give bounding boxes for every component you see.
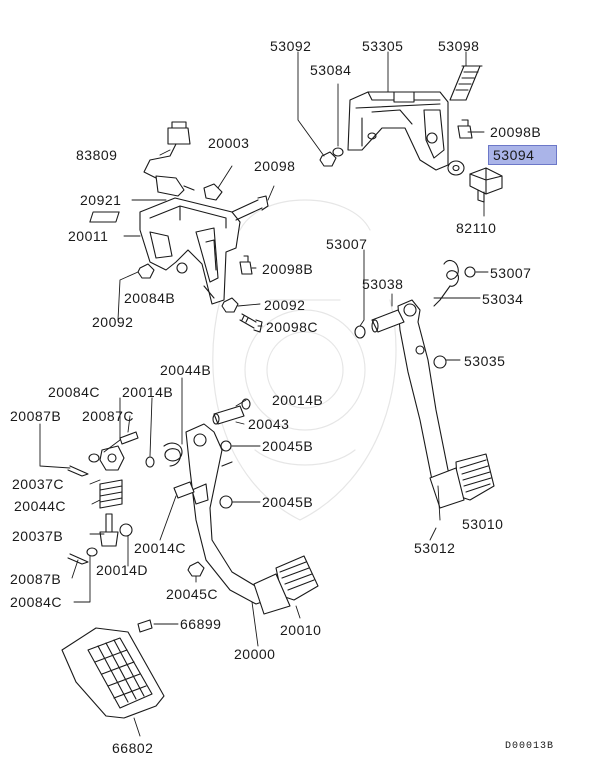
part-label-20092-upper[interactable]: 20092 bbox=[92, 314, 134, 330]
washer-53084 bbox=[332, 147, 344, 157]
spring-20044b bbox=[163, 442, 183, 467]
bolt-53098 bbox=[449, 65, 483, 101]
clip-20087b-lower bbox=[67, 553, 89, 565]
switch-83809 bbox=[143, 121, 195, 197]
return-spring-53034 bbox=[433, 259, 459, 307]
part-label-20921[interactable]: 20921 bbox=[80, 192, 122, 208]
part-label-66802[interactable]: 66802 bbox=[112, 740, 154, 756]
rod-20037b bbox=[99, 513, 119, 547]
part-label-53034[interactable]: 53034 bbox=[482, 291, 524, 307]
bushing-53007-right bbox=[464, 266, 476, 278]
clutch-pedal-bracket-20011 bbox=[89, 197, 241, 305]
part-label-20014c[interactable]: 20014C bbox=[134, 540, 187, 556]
part-label-20045c[interactable]: 20045C bbox=[166, 586, 219, 602]
nut-20045c bbox=[187, 561, 205, 577]
part-label-53038[interactable]: 53038 bbox=[362, 276, 404, 292]
part-label-20044c[interactable]: 20044C bbox=[14, 498, 67, 514]
part-label-82110[interactable]: 82110 bbox=[456, 220, 497, 236]
part-label-20003[interactable]: 20003 bbox=[208, 135, 250, 151]
bolt-20098c bbox=[239, 313, 263, 333]
part-label-20084b[interactable]: 20084B bbox=[124, 290, 176, 306]
clutch-pedal-pad-20010 bbox=[253, 555, 319, 615]
part-label-20045b-lower[interactable]: 20045B bbox=[262, 494, 314, 510]
part-label-20098c[interactable]: 20098C bbox=[266, 319, 319, 335]
part-label-20098b-lower[interactable]: 20098B bbox=[262, 261, 314, 277]
clip-66899 bbox=[137, 619, 153, 633]
stopper-20045b-upper bbox=[220, 440, 232, 452]
part-label-20098[interactable]: 20098 bbox=[254, 158, 296, 174]
part-label-20043[interactable]: 20043 bbox=[248, 416, 290, 432]
clip-20087b-upper bbox=[67, 465, 89, 477]
washer-20084c-lower bbox=[86, 547, 98, 557]
part-label-20087b-lower[interactable]: 20087B bbox=[10, 571, 62, 587]
stop-lamp-switch-82110 bbox=[469, 167, 503, 203]
leader-lines bbox=[39, 51, 489, 737]
part-label-53094-highlighted[interactable]: 53094 bbox=[488, 145, 558, 165]
pin-20043 bbox=[212, 405, 245, 425]
bushing-20014b-right bbox=[241, 398, 251, 410]
part-label-53012[interactable]: 53012 bbox=[414, 540, 456, 556]
part-label-20084c-lower[interactable]: 20084C bbox=[10, 594, 63, 610]
bolt-20098b-lower bbox=[239, 255, 253, 275]
part-label-20045b-upper[interactable]: 20045B bbox=[262, 438, 314, 454]
part-label-20014d[interactable]: 20014D bbox=[96, 562, 149, 578]
rod-end-20037c bbox=[99, 445, 125, 471]
pin-20087c bbox=[119, 431, 139, 445]
part-label-66899[interactable]: 66899 bbox=[180, 616, 222, 632]
part-label-53035[interactable]: 53035 bbox=[464, 353, 506, 369]
part-label-20044b[interactable]: 20044B bbox=[160, 362, 212, 378]
stopper-20045b-lower bbox=[219, 495, 233, 509]
part-label-20010[interactable]: 20010 bbox=[280, 622, 322, 638]
part-label-83809[interactable]: 83809 bbox=[76, 147, 118, 163]
part-label-53305[interactable]: 53305 bbox=[362, 38, 404, 54]
part-label-20000[interactable]: 20000 bbox=[234, 646, 276, 662]
washer-53094 bbox=[447, 160, 465, 176]
brake-pedal-arm-53012 bbox=[397, 299, 455, 487]
part-label-20092-lower[interactable]: 20092 bbox=[264, 297, 306, 313]
pin-53038 bbox=[371, 309, 405, 333]
part-label-20098b-upper[interactable]: 20098B bbox=[490, 124, 542, 140]
watermark-emblem bbox=[212, 199, 397, 521]
diagram-code: D00013B bbox=[505, 741, 555, 752]
part-label-20087c[interactable]: 20087C bbox=[82, 408, 135, 424]
part-label-53084[interactable]: 53084 bbox=[310, 62, 352, 78]
brake-pedal-bracket-53305 bbox=[347, 91, 449, 171]
nut-20092-lower bbox=[221, 297, 239, 313]
part-label-20087b-upper[interactable]: 20087B bbox=[10, 408, 62, 424]
part-label-53007-left[interactable]: 53007 bbox=[326, 236, 368, 252]
part-label-53010[interactable]: 53010 bbox=[462, 516, 504, 532]
washer-20084c-upper bbox=[88, 453, 100, 463]
accelerator-pad-66802 bbox=[61, 627, 165, 719]
part-label-20014b-right[interactable]: 20014B bbox=[272, 392, 324, 408]
bushing-20014c bbox=[173, 481, 195, 499]
nut-20092-upper bbox=[137, 263, 155, 279]
bolt-20098 bbox=[231, 195, 269, 221]
bushing-20014b-left bbox=[145, 456, 155, 468]
part-label-53007-right[interactable]: 53007 bbox=[490, 265, 532, 281]
part-label-20084c-upper[interactable]: 20084C bbox=[48, 384, 101, 400]
part-label-20014b-left[interactable]: 20014B bbox=[122, 384, 174, 400]
stopper-53035 bbox=[433, 355, 447, 369]
bushing-20014d bbox=[119, 523, 133, 537]
bushing-53007-left bbox=[354, 325, 366, 339]
spring-20044c bbox=[99, 479, 123, 509]
part-label-20037b[interactable]: 20037B bbox=[12, 528, 64, 544]
bolt-20098b-upper bbox=[457, 119, 473, 139]
part-label-20037c[interactable]: 20037C bbox=[12, 476, 65, 492]
part-label-53098[interactable]: 53098 bbox=[438, 38, 480, 54]
part-label-20011[interactable]: 20011 bbox=[68, 228, 109, 244]
clip-20003 bbox=[203, 183, 223, 201]
part-label-53092[interactable]: 53092 bbox=[270, 38, 312, 54]
